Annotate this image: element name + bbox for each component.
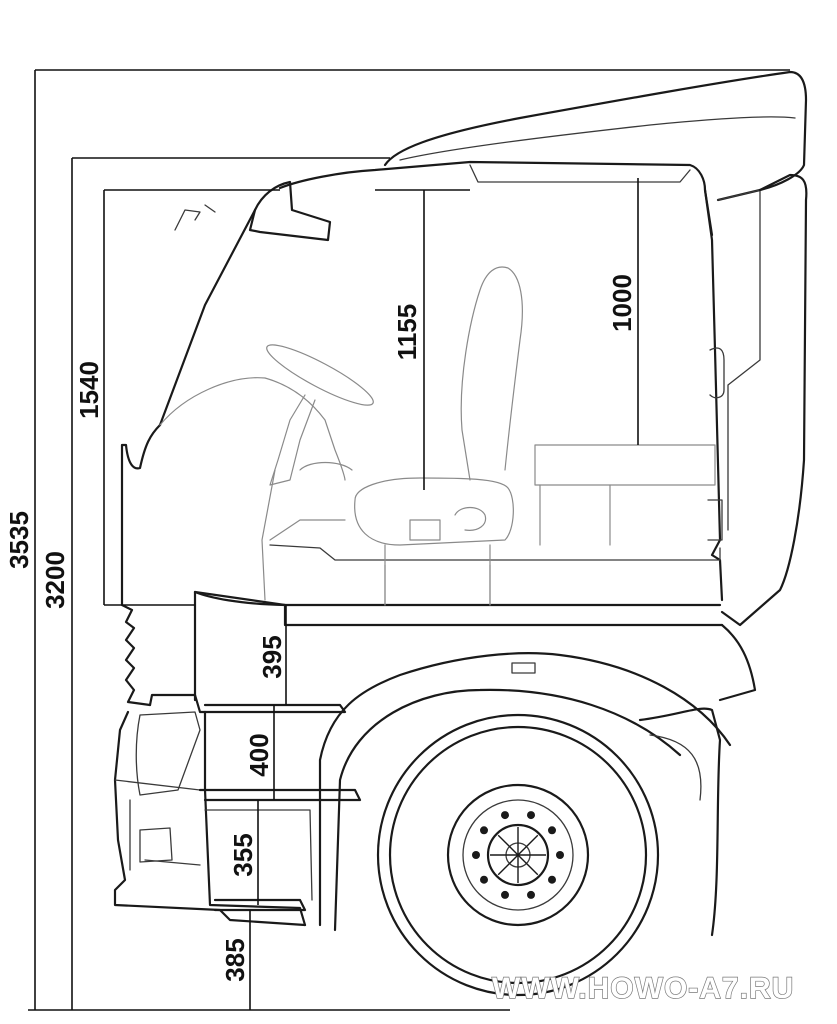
front-face [120, 423, 162, 707]
watermark: WWW.HOWO-A7.RU [492, 972, 794, 1005]
beltline [193, 590, 724, 702]
cab-front [113, 423, 307, 927]
lug-nut [548, 875, 556, 884]
step-2-tread [198, 788, 362, 802]
steering-wheel [266, 344, 374, 406]
rear-side-panel [717, 189, 761, 531]
pedal-area [261, 461, 353, 601]
steering-column [269, 394, 316, 486]
dim-interior-front: 1540 [74, 361, 104, 419]
bunk-frame [539, 484, 611, 546]
wheel-arch-inner [333, 688, 682, 932]
step-housing [203, 710, 307, 927]
floor-tunnel [269, 519, 491, 606]
dashboard [159, 377, 346, 481]
lug-nut [548, 826, 556, 835]
lug-nut [472, 851, 480, 859]
lug-nut [556, 851, 564, 859]
lug-nut [480, 875, 488, 884]
rim-inner [462, 799, 574, 911]
cab-side-lower [718, 623, 757, 702]
step-1-tread [203, 703, 347, 714]
front-grille-frame [148, 693, 207, 714]
lug-nut [501, 890, 509, 899]
sleeper-bunk [534, 444, 716, 486]
cab-rear-wall [703, 188, 724, 602]
cab-outline [158, 70, 808, 627]
interior [159, 266, 716, 606]
hub [486, 823, 550, 887]
hub-spoke [517, 834, 539, 856]
driver-seat-cushion [354, 477, 514, 546]
grab-handle [709, 347, 725, 399]
fog-lamp [139, 827, 173, 863]
front-wheel [376, 713, 660, 997]
fender [318, 623, 757, 937]
rim [446, 783, 590, 927]
hub-spoke [497, 834, 519, 856]
tire-outer [376, 713, 660, 997]
seat-control [454, 506, 487, 531]
rear-fender [638, 707, 722, 937]
lug-nuts [472, 811, 564, 899]
side-marker-lamp [511, 662, 536, 674]
floor-line [269, 544, 721, 561]
dim-step-middle: 400 [244, 733, 274, 776]
sun-visor [248, 180, 332, 242]
rear-lower-detail [707, 499, 723, 541]
roof-spoiler [383, 70, 808, 202]
lug-nut [527, 811, 535, 820]
rear-deflector [720, 173, 808, 627]
dim-interior-rear: 1000 [607, 274, 637, 332]
bumper [113, 710, 307, 927]
bumper-detail-upper [114, 779, 201, 871]
dim-ground-clearance: 385 [220, 938, 250, 981]
driver-seat-back [460, 266, 523, 481]
lug-nut [501, 811, 509, 820]
cab-roof [278, 160, 714, 237]
dim-overall-height: 3535 [4, 511, 34, 569]
dimension-labels: 3535 3200 1540 1155 1000 395 400 355 385 [4, 274, 637, 982]
headlamp [135, 711, 201, 796]
windshield [158, 208, 257, 427]
hub-spoke [517, 854, 539, 876]
hub-spoke [497, 854, 519, 876]
roof-hatch [469, 164, 691, 183]
tire-inner [388, 725, 648, 985]
dim-roof-height: 3200 [40, 551, 70, 609]
lug-nut [527, 890, 535, 899]
step-panel-edge [204, 809, 313, 901]
lug-nut [480, 826, 488, 835]
seat-base [384, 519, 491, 606]
dimension-lines [28, 69, 790, 1011]
fender-inner-line [649, 734, 702, 801]
a-pillar-detail [174, 204, 216, 231]
dim-step-lower: 355 [228, 833, 258, 876]
roof-spoiler-inner [399, 116, 796, 161]
dim-interior-seat: 1155 [392, 304, 422, 360]
wheel-arch [318, 652, 732, 927]
dim-step-top: 395 [257, 635, 287, 678]
